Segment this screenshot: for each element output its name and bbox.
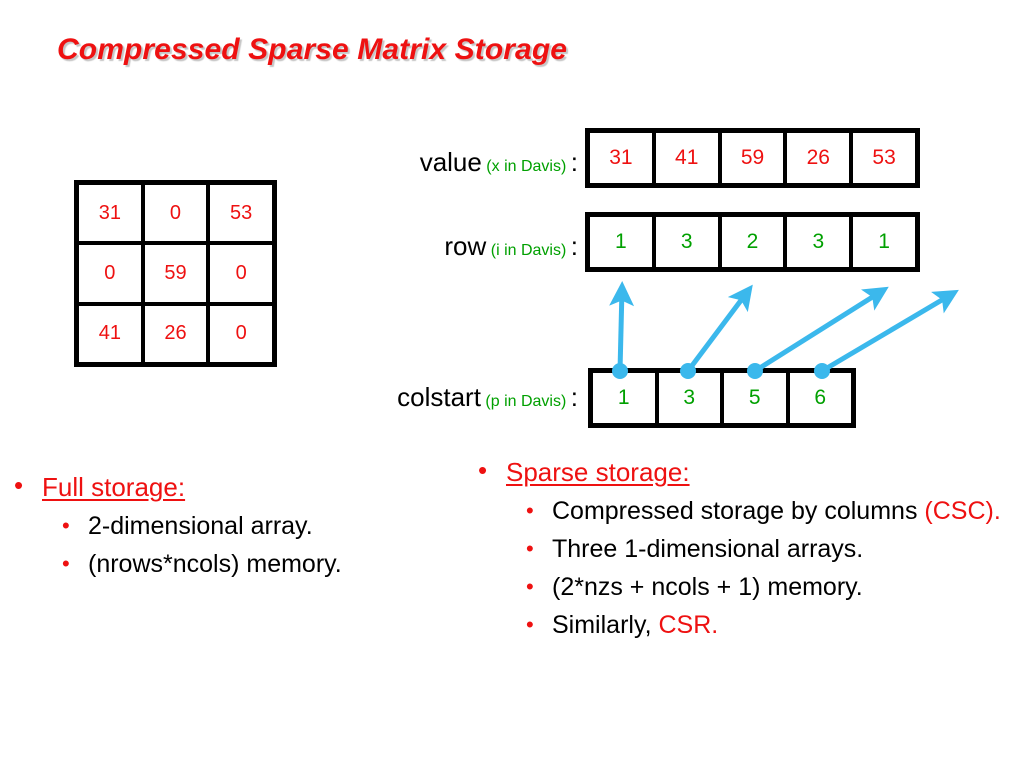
list-item: • 2-dimensional array.: [62, 510, 484, 542]
bullet-icon: •: [62, 551, 70, 576]
colstart-array-cell: 3: [658, 373, 720, 423]
value-array-box: 31 41 59 26 53: [585, 128, 920, 188]
colstart-array-box: 1 3 5 6: [588, 368, 856, 428]
list-item: • (2*nzs + ncols + 1) memory.: [526, 571, 1018, 603]
matrix-cell: 53: [210, 185, 272, 242]
row-array-box: 1 3 2 3 1: [585, 212, 920, 272]
value-array-cell: 41: [655, 133, 718, 183]
item-highlight: CSR.: [658, 611, 719, 639]
value-array-colon: :: [570, 147, 578, 177]
colstart-array-name: colstart: [397, 382, 481, 412]
matrix-cell: 59: [144, 245, 207, 302]
sparse-storage-item: Similarly, CSR.: [552, 609, 718, 641]
value-array-cell: 26: [787, 133, 850, 183]
list-item: • Full storage:: [14, 470, 484, 504]
matrix-cell: 0: [210, 245, 272, 302]
arrow-colstart-3: [814, 289, 959, 379]
list-item: • Three 1-dimensional arrays.: [526, 533, 1018, 565]
list-item: • Similarly, CSR.: [526, 609, 1018, 641]
row-array-colon: :: [570, 231, 578, 261]
bullet-icon: •: [526, 536, 534, 561]
sparse-storage-item: (2*nzs + ncols + 1) memory.: [552, 571, 863, 603]
colstart-array-cell: 1: [593, 373, 655, 423]
bullet-icon: •: [526, 498, 534, 523]
dense-matrix-grid: 31 0 53 0 59 0 41 26 0: [74, 180, 277, 367]
colstart-array-cell: 5: [724, 373, 786, 423]
colstart-array-note: (p in Davis): [485, 393, 567, 410]
item-text: (2*nzs + ncols + 1) memory.: [552, 573, 863, 601]
matrix-cell: 0: [79, 245, 141, 302]
value-array-note: (x in Davis): [486, 158, 567, 175]
row-array-note: (i in Davis): [490, 242, 567, 259]
list-item: • (nrows*ncols) memory.: [62, 548, 484, 580]
row-array-cell: 3: [655, 217, 718, 267]
full-storage-item: 2-dimensional array.: [88, 512, 313, 540]
colstart-array-colon: :: [570, 382, 578, 412]
arrow-colstart-1: [680, 284, 753, 379]
item-text: Three 1-dimensional arrays.: [552, 535, 864, 563]
item-highlight: (CSC).: [924, 497, 1001, 525]
matrix-cell: 0: [144, 185, 207, 242]
value-array-label: value (x in Davis) :: [200, 147, 578, 178]
full-storage-list: • Full storage: • 2-dimensional array. •…: [14, 470, 484, 580]
bullet-icon: •: [478, 455, 488, 485]
matrix-cell: 26: [144, 305, 207, 362]
row-array-cell: 2: [721, 217, 784, 267]
matrix-cell: 31: [79, 185, 141, 242]
row-array-cell: 1: [853, 217, 915, 267]
sparse-storage-heading: Sparse storage:: [506, 457, 690, 487]
item-text: Compressed storage by columns: [552, 497, 925, 525]
list-item: • Sparse storage:: [478, 455, 1018, 489]
row-array-cell: 1: [590, 217, 652, 267]
arrow-colstart-0: [609, 281, 635, 379]
sparse-storage-item: Three 1-dimensional arrays.: [552, 533, 863, 565]
bullet-icon: •: [14, 470, 24, 500]
arrow-colstart-2: [747, 286, 889, 379]
bullet-icon: •: [62, 513, 70, 538]
value-array-cell: 31: [590, 133, 652, 183]
sparse-storage-item: Compressed storage by columns (CSC).: [552, 495, 1001, 527]
item-text: Similarly,: [552, 611, 659, 639]
sparse-storage-list: • Sparse storage: • Compressed storage b…: [478, 455, 1018, 641]
value-array-name: value: [419, 147, 482, 177]
row-array-label: row (i in Davis) :: [200, 231, 578, 262]
row-array-name: row: [444, 231, 487, 261]
bullet-icon: •: [526, 612, 534, 637]
bullet-icon: •: [526, 574, 534, 599]
matrix-cell: 0: [210, 305, 272, 362]
full-storage-heading: Full storage:: [42, 472, 186, 502]
value-array-cell: 53: [853, 133, 915, 183]
row-array-cell: 3: [787, 217, 850, 267]
colstart-array-label: colstart (p in Davis) :: [180, 382, 578, 413]
colstart-array-cell: 6: [789, 373, 851, 423]
matrix-cell: 41: [79, 305, 141, 362]
list-item: • Compressed storage by columns (CSC).: [526, 495, 1018, 527]
value-array-cell: 59: [721, 133, 784, 183]
page-title: Compressed Sparse Matrix Storage: [57, 33, 568, 66]
full-storage-item: (nrows*ncols) memory.: [88, 550, 342, 578]
